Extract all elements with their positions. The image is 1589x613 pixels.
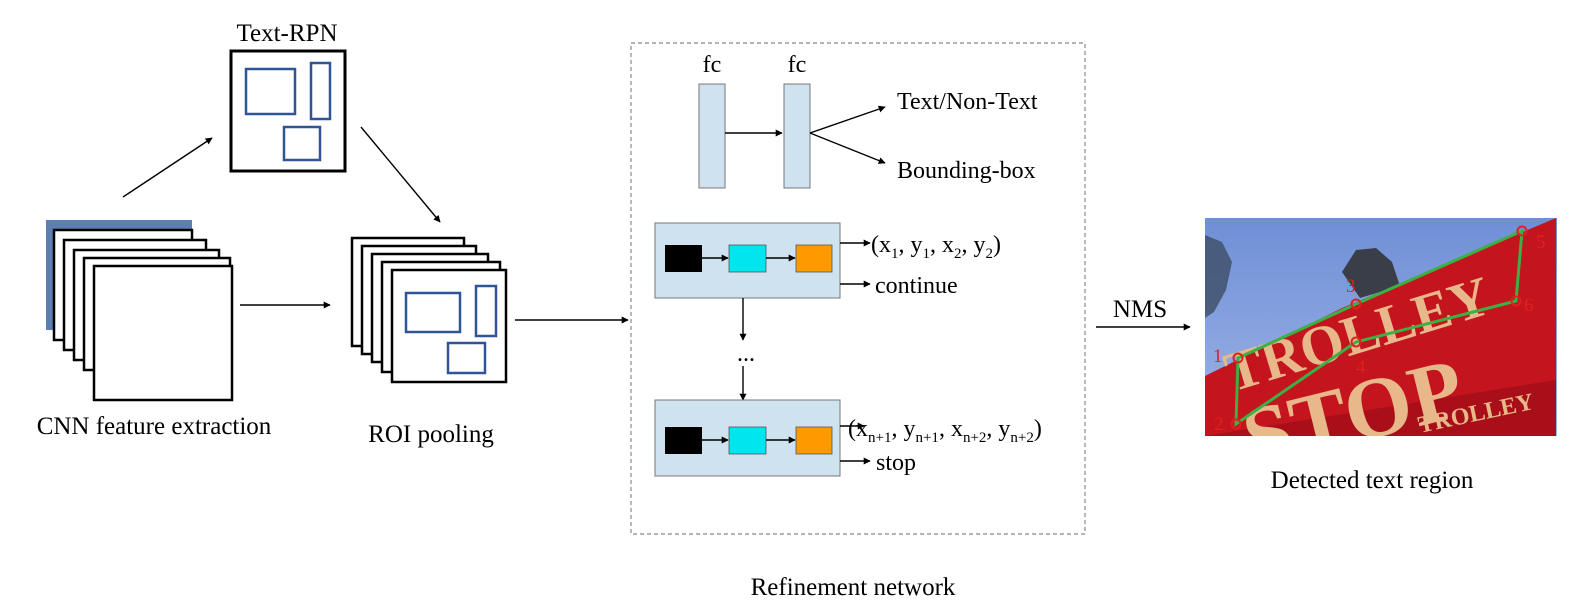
vertex-marker	[1516, 225, 1528, 237]
arrow-fc-to-bbox	[809, 132, 886, 164]
proposal-box	[309, 61, 332, 121]
fc-layer-1	[698, 83, 726, 189]
vertex-marker	[1230, 418, 1242, 430]
vertex-label-2: 2	[1214, 414, 1224, 435]
proposal-box	[244, 67, 297, 116]
vertex-marker	[1232, 352, 1244, 364]
vertex-label-4: 4	[1356, 357, 1366, 378]
fc-layer-2	[783, 83, 811, 189]
vertex-label-1: 1	[1213, 346, 1223, 367]
refinement-label: Refinement network	[751, 574, 956, 601]
cnn-feature-stack	[46, 220, 234, 402]
stepn-coords: (xn+1, yn+1, xn+2, yn+2)	[848, 416, 1042, 446]
step1-coords: (x1, y1, x2, y2)	[871, 232, 1001, 262]
continue-label: continue	[875, 273, 958, 299]
text-nontext-label: Text/Non-Text	[897, 89, 1038, 115]
step-block-black	[665, 427, 702, 454]
arrow-fc-to-class	[809, 105, 886, 134]
cnn-label: CNN feature extraction	[37, 413, 272, 440]
step-block-orange	[795, 426, 833, 455]
detected-polygon	[1234, 228, 1524, 427]
detected-photo: TROLLEY STOP TROLLEY 1 2 3 4 5 6	[1205, 218, 1557, 436]
stop-label: stop	[876, 450, 916, 476]
step-block-black	[665, 245, 702, 272]
detected-label: Detected text region	[1271, 467, 1474, 494]
step-block-cyan	[728, 244, 767, 273]
fc2-label: fc	[788, 52, 807, 78]
vertex-label-6: 6	[1524, 295, 1534, 316]
roi-label: ROI pooling	[368, 421, 494, 448]
step-block-cyan	[728, 426, 767, 455]
vertex-marker	[1510, 295, 1522, 307]
roi-map-front	[390, 268, 508, 384]
vertex-marker	[1350, 336, 1362, 348]
refine-step-n: (xn+1, yn+1, xn+2, yn+2) stop	[654, 399, 1042, 477]
proposal-box	[282, 125, 322, 162]
refine-step-1: (x1, y1, x2, y2) continue	[654, 222, 1001, 299]
ellipsis: ...	[737, 341, 755, 367]
vertex-label-3: 3	[1346, 276, 1356, 297]
feature-map-front	[92, 264, 234, 402]
roi-pooling-stack	[350, 236, 508, 384]
refinement-panel	[630, 42, 1086, 535]
bounding-box-label: Bounding-box	[897, 158, 1036, 184]
roi-box	[404, 291, 462, 334]
step-block-orange	[795, 244, 833, 273]
vertex-label-5: 5	[1536, 232, 1546, 253]
roi-box	[446, 341, 487, 375]
arrow-cnn-to-rpn	[122, 137, 213, 198]
text-rpn-box	[229, 49, 347, 173]
fc1-label: fc	[703, 52, 722, 78]
arrow-rpn-to-roi	[360, 126, 441, 223]
nms-label: NMS	[1113, 296, 1167, 323]
text-rpn-label: Text-RPN	[236, 20, 337, 47]
vertex-marker	[1350, 298, 1362, 310]
roi-box	[474, 284, 498, 338]
